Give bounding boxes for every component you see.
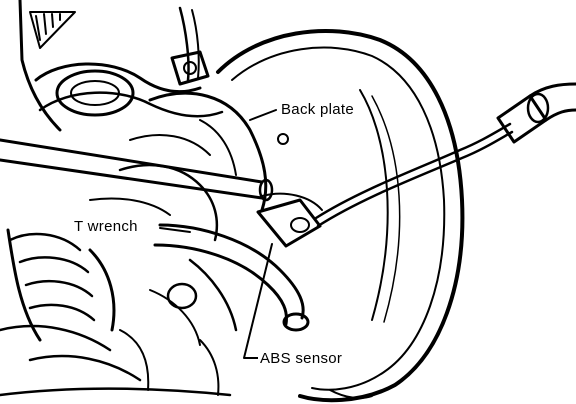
t-wrench (0, 138, 310, 332)
label-t-wrench: T wrench (72, 218, 140, 235)
label-back-plate: Back plate (279, 101, 357, 118)
upper-bolt (170, 50, 210, 86)
abs-sensor-cable (314, 82, 576, 228)
hatched-corner (29, 11, 76, 49)
back-plate (216, 29, 465, 403)
leader-lines (159, 109, 277, 359)
drive-shaft-boot (0, 228, 142, 382)
steering-knuckle (89, 91, 268, 346)
suspension-arm (18, 0, 224, 132)
abs-sensor (256, 192, 323, 248)
lower-frame (0, 329, 232, 397)
label-abs-sensor: ABS sensor (258, 350, 345, 367)
